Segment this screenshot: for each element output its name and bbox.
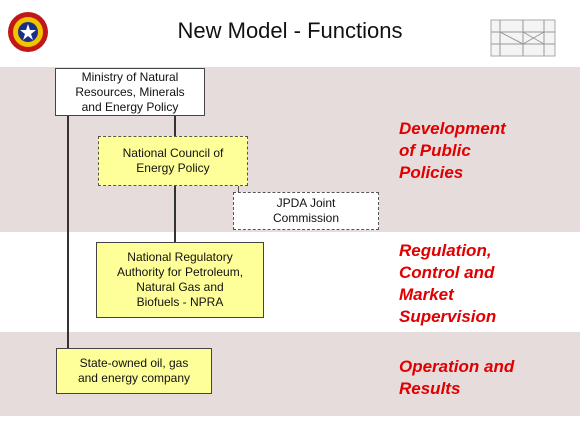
connector-ministry-company <box>67 116 69 348</box>
connector-council-npra <box>174 186 176 242</box>
box-ministry: Ministry of Natural Resources, Minerals … <box>55 68 205 116</box>
page-title: New Model - Functions <box>177 18 403 43</box>
category-operation: Operation and Results <box>399 357 515 398</box>
box-council: National Council of Energy Policy <box>98 136 248 186</box>
emblem-seal-icon <box>6 10 50 54</box>
box-jpda: JPDA Joint Commission <box>233 192 379 230</box>
box-npra: National Regulatory Authority for Petrol… <box>96 242 264 318</box>
connector-council-jpda <box>238 186 239 192</box>
connector-ministry-council <box>174 116 176 136</box>
box-company: State-owned oil, gas and energy company <box>56 348 212 394</box>
category-policies: Development of Public Policies <box>399 119 506 182</box>
category-regulation: Regulation, Control and Market Supervisi… <box>399 241 497 326</box>
network-diagram-icon <box>490 16 556 60</box>
